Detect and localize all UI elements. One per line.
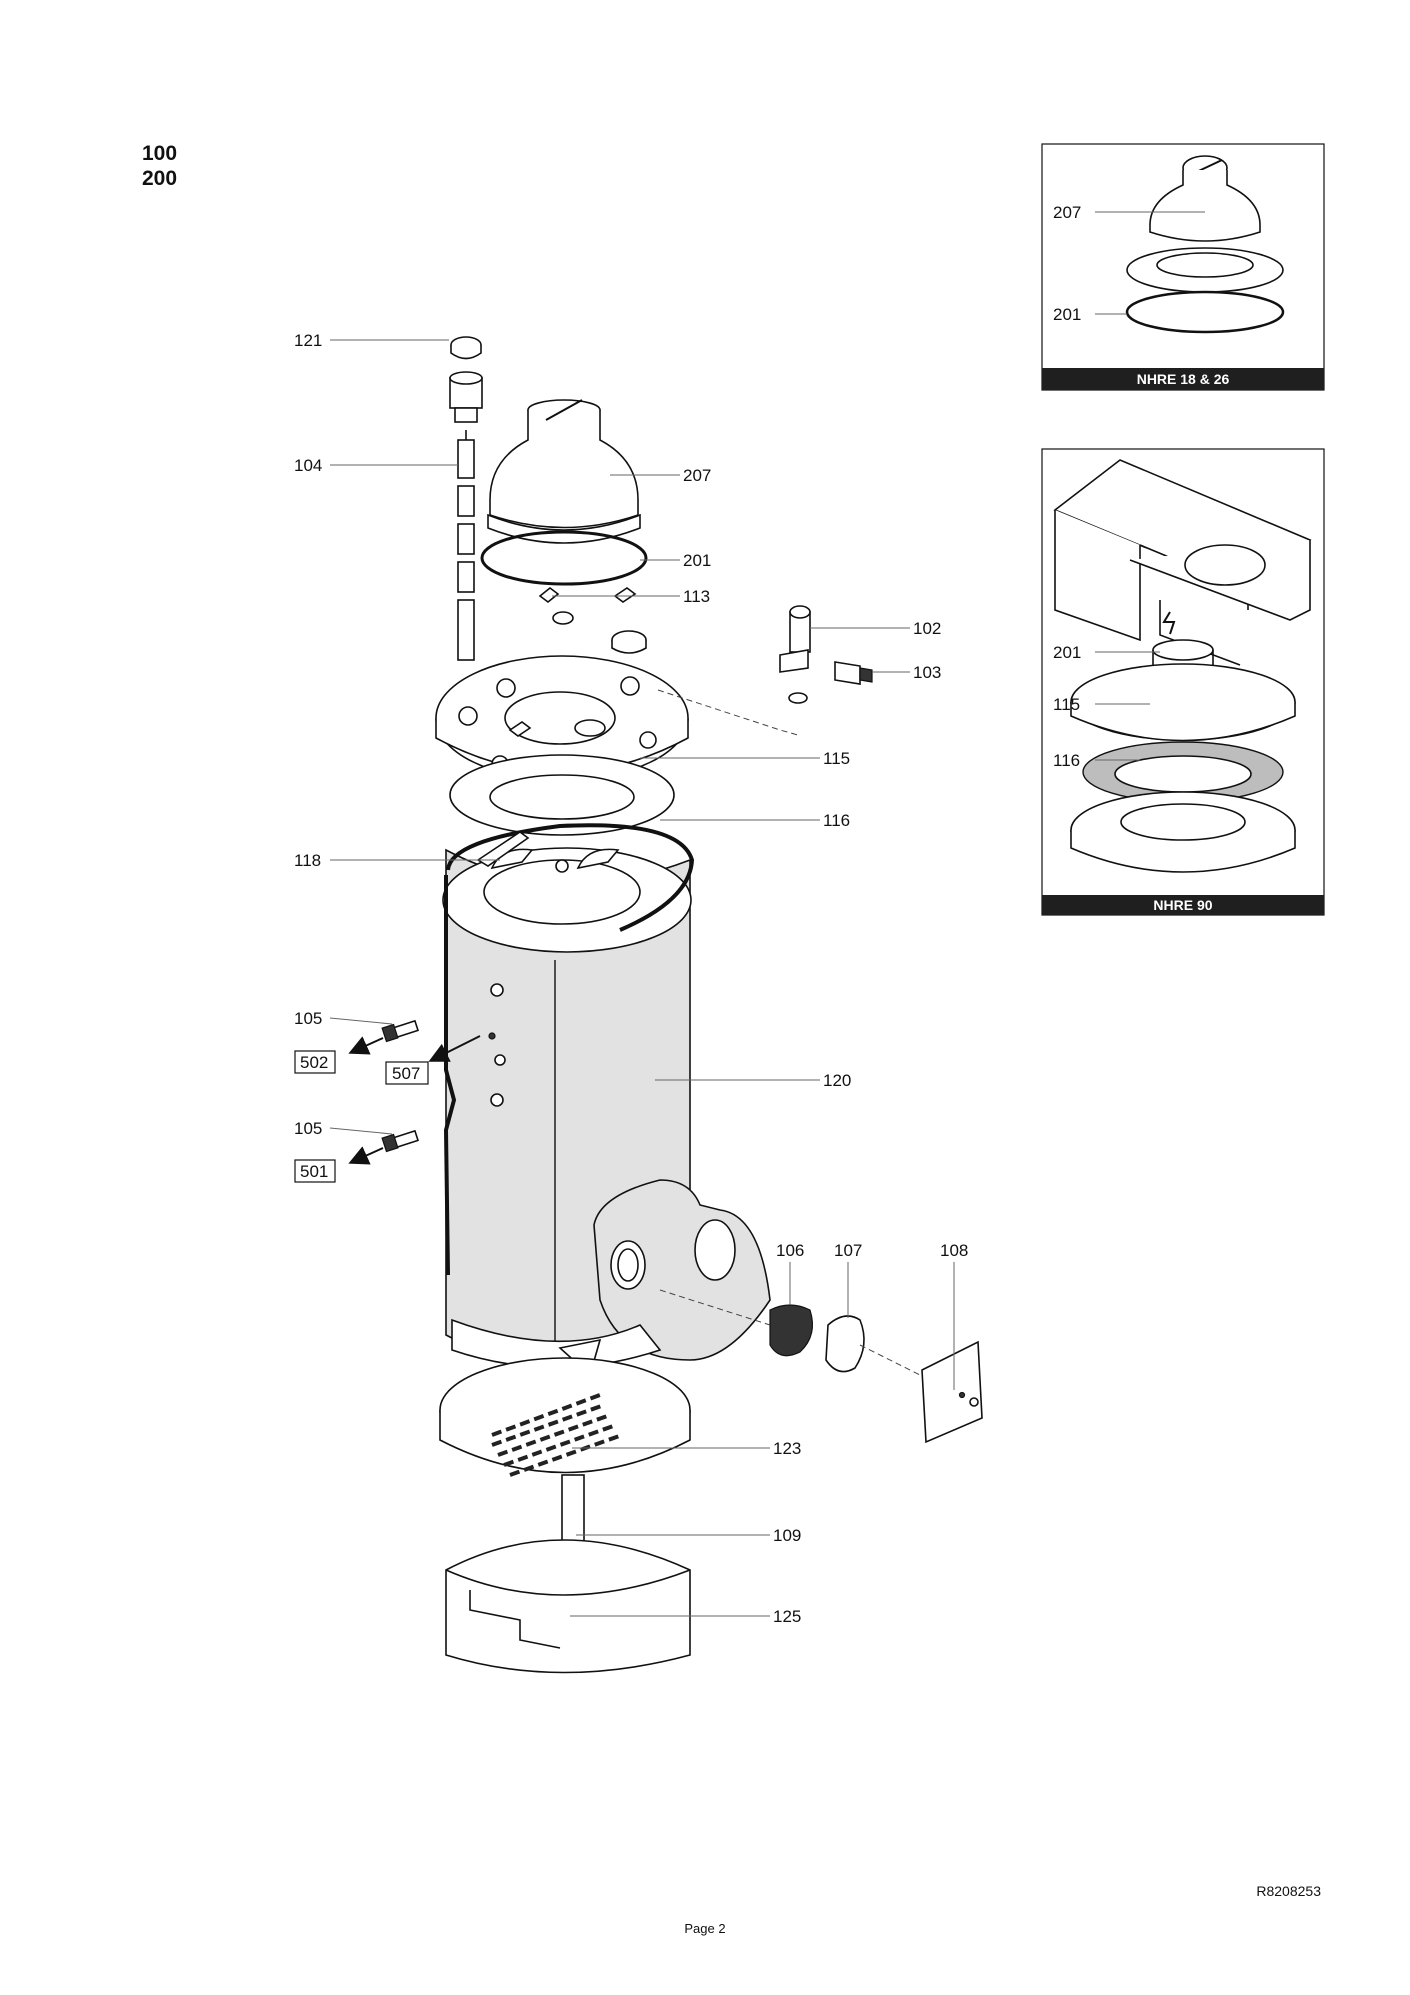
part-201-gasket (480, 530, 648, 586)
part-123-base-plate (439, 1357, 691, 1477)
label-115: 115 (823, 749, 850, 768)
part-107-cover (825, 1315, 865, 1373)
part-207-flue-hood (487, 399, 641, 544)
inset-bottom-label-115: 115 (1053, 695, 1080, 714)
box-502 (294, 1050, 336, 1074)
part-anode-nut (449, 371, 483, 423)
drawing-reference: R8208253 (1256, 1883, 1321, 1899)
label-104: 104 (294, 456, 322, 475)
box-507 (385, 1061, 429, 1085)
label-507: 507 (392, 1064, 420, 1083)
inset-bottom-label-201: 201 (1053, 643, 1081, 662)
part-104-anode (457, 430, 475, 661)
part-116-gasket (449, 754, 675, 836)
label-123: 123 (773, 1439, 801, 1458)
label-105-lower: 105 (294, 1119, 322, 1138)
label-102: 102 (913, 619, 941, 638)
label-106: 106 (776, 1241, 804, 1260)
inset-nhre-90 (1041, 448, 1325, 916)
part-108-access-plate (921, 1340, 983, 1444)
part-103-fitting (834, 661, 873, 685)
part-102-relief-valve (779, 605, 811, 704)
inset-top-title: NHRE 18 & 26 (1137, 371, 1230, 387)
part-105-screw-upper (381, 1019, 420, 1043)
leader-lines (329, 339, 955, 1617)
label-501: 501 (300, 1162, 328, 1181)
part-105-screw-lower (381, 1129, 420, 1153)
label-107: 107 (834, 1241, 862, 1260)
inset-top-label-201: 201 (1053, 305, 1081, 324)
label-105-upper: 105 (294, 1009, 322, 1028)
inset-bottom-title: NHRE 90 (1153, 897, 1212, 913)
label-118: 118 (294, 851, 321, 870)
inset-top-label-207: 207 (1053, 203, 1081, 222)
box-501 (294, 1159, 336, 1183)
part-106-gasket (769, 1304, 813, 1357)
label-120: 120 (823, 1071, 851, 1090)
label-108: 108 (940, 1241, 968, 1260)
part-120-tank (442, 823, 771, 1390)
inset-bottom-label-116: 116 (1053, 751, 1080, 770)
label-502: 502 (300, 1053, 328, 1072)
part-118-baffle (476, 831, 530, 867)
part-125-skirt (445, 1539, 691, 1674)
inset-nhre-18-26 (1041, 143, 1325, 391)
label-116: 116 (823, 811, 850, 830)
part-113-clips (538, 586, 647, 654)
page-number: Page 2 (684, 1921, 726, 1936)
section-number-200: 200 (142, 167, 178, 190)
section-number-100: 100 (142, 142, 178, 165)
label-121: 121 (294, 331, 322, 350)
label-207: 207 (683, 466, 711, 485)
label-125: 125 (773, 1607, 801, 1626)
label-113: 113 (683, 587, 710, 606)
label-109: 109 (773, 1526, 801, 1545)
label-103: 103 (913, 663, 941, 682)
part-121-cap (450, 336, 482, 360)
label-201: 201 (683, 551, 711, 570)
